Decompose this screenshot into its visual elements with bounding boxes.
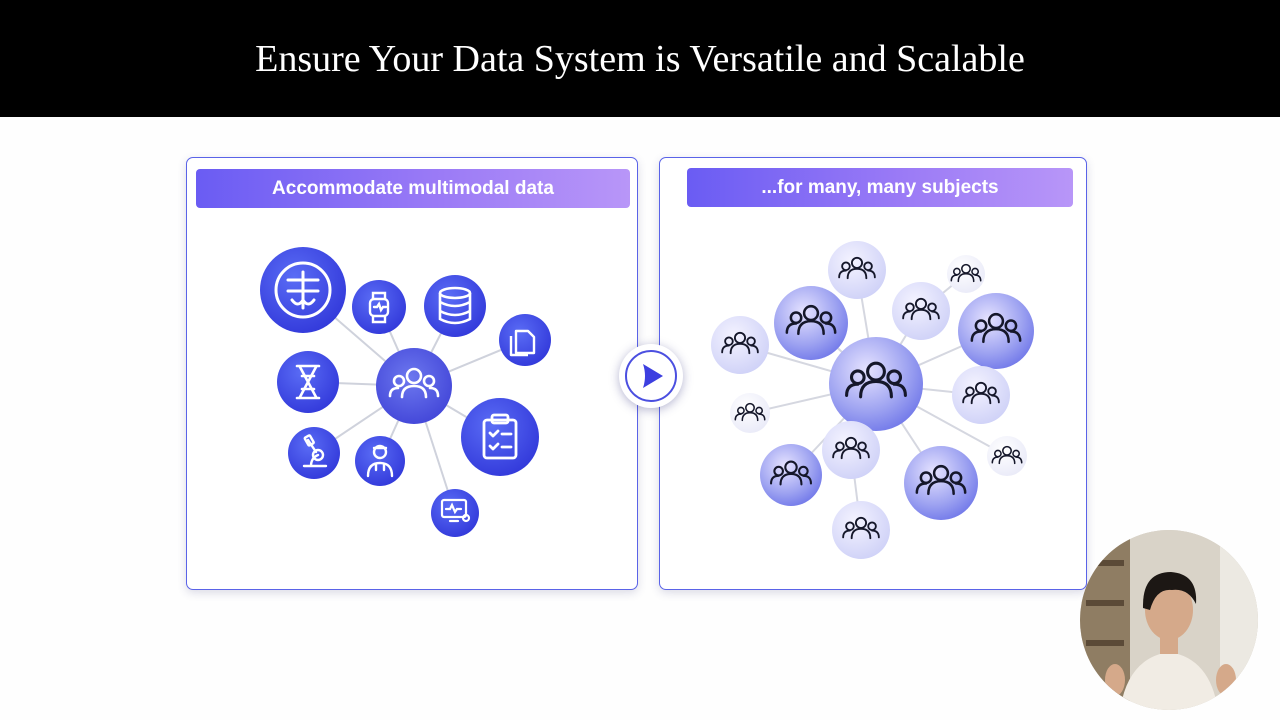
subject-group-node bbox=[711, 316, 769, 374]
subject-group-node bbox=[730, 393, 770, 433]
subject-group-node bbox=[832, 501, 890, 559]
subject-group-node bbox=[828, 241, 886, 299]
transition-arrow-ring bbox=[625, 350, 677, 402]
panel-heading-subjects: ...for many, many subjects bbox=[687, 168, 1073, 207]
chevron-right-icon bbox=[643, 364, 663, 388]
wearable-watch-icon bbox=[352, 280, 406, 334]
clipboard-checklist-icon bbox=[461, 398, 539, 476]
subject-group-node bbox=[760, 444, 822, 506]
microscope-icon bbox=[288, 427, 340, 479]
subject-group-node bbox=[952, 366, 1010, 424]
presenter-figure bbox=[1080, 530, 1258, 710]
clinician-icon bbox=[355, 436, 405, 486]
panel-heading-multimodal: Accommodate multimodal data bbox=[196, 169, 630, 208]
genome-sequencing-icon bbox=[260, 247, 346, 333]
monitor-patient-icon bbox=[431, 489, 479, 537]
subject-group-node bbox=[958, 293, 1034, 369]
center-people-group-icon bbox=[376, 348, 452, 424]
slide-title: Ensure Your Data System is Versatile and… bbox=[255, 38, 1025, 80]
presenter-video-thumbnail bbox=[1080, 530, 1258, 710]
subject-group-node bbox=[774, 286, 848, 360]
subject-group-node bbox=[947, 255, 985, 293]
subject-group-node bbox=[822, 421, 880, 479]
panel-multimodal: Accommodate multimodal data bbox=[186, 157, 638, 590]
files-icon bbox=[499, 314, 551, 366]
title-bar: Ensure Your Data System is Versatile and… bbox=[0, 0, 1280, 117]
dna-icon bbox=[277, 351, 339, 413]
database-icon bbox=[424, 275, 486, 337]
subject-group-node bbox=[892, 282, 950, 340]
subject-group-node bbox=[987, 436, 1027, 476]
transition-arrow bbox=[619, 344, 683, 408]
subject-group-center bbox=[829, 337, 923, 431]
subject-group-node bbox=[904, 446, 978, 520]
